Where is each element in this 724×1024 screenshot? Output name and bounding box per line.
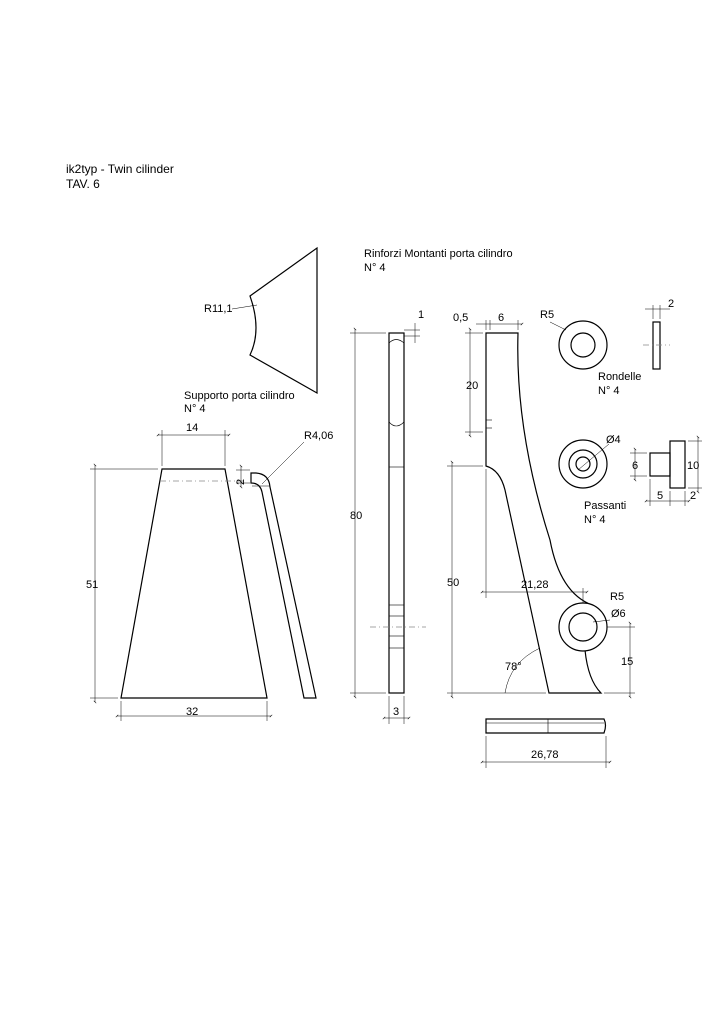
- dim-hole-radius: R5: [610, 591, 624, 603]
- drawing-title: ik2typ - Twin cilinder: [66, 162, 174, 176]
- dim-passanti-inner: 6: [632, 460, 638, 472]
- sheet-number: TAV. 6: [66, 177, 100, 191]
- dim-hole-height: 15: [621, 656, 633, 668]
- dim-top-width-rinforzi: 6: [498, 312, 504, 324]
- passanti-title: Passanti: [584, 500, 626, 512]
- supporto-title: Supporto porta cilindro: [184, 390, 295, 402]
- dim-hole-dia: Ø6: [611, 608, 626, 620]
- dim-passanti-outer: 10: [687, 460, 699, 472]
- dim-passanti-hole: Ø4: [606, 434, 621, 446]
- rinforzi-title: Rinforzi Montanti porta cilindro: [364, 248, 513, 260]
- rondelle-side-view: [643, 321, 670, 370]
- dim-height: 51: [86, 579, 98, 591]
- dim-passanti-length: 5: [657, 490, 663, 502]
- passanti-front-view: [558, 439, 608, 489]
- dim-bottom-width: 32: [186, 706, 198, 718]
- dim-top-half: 0,5: [453, 312, 468, 324]
- rinforzi-qty: N° 4: [364, 262, 386, 274]
- supporto-front-view: [120, 468, 268, 699]
- dim-top-offset: 1: [418, 309, 424, 321]
- passanti-side-view: [649, 440, 686, 489]
- rinforzi-front-view: [485, 332, 608, 694]
- supporto-side-view: [250, 472, 317, 699]
- rondelle-title: Rondelle: [598, 371, 641, 383]
- rondelle-qty: N° 4: [598, 385, 620, 397]
- dim-angle: 78°: [505, 661, 522, 673]
- dim-total-height: 80: [350, 510, 362, 522]
- dim-top-width: 14: [186, 422, 198, 434]
- dim-inner-width: 21,28: [521, 579, 549, 591]
- rinforzi-side-view: [370, 332, 426, 694]
- dim-rondelle-thickness: 2: [668, 298, 674, 310]
- rinforzi-bottom-view: [485, 718, 607, 734]
- dim-thickness: 3: [393, 706, 399, 718]
- dim-passanti-flange: 2: [690, 490, 696, 502]
- passanti-qty: N° 4: [584, 514, 606, 526]
- dim-upper-height: 20: [466, 380, 478, 392]
- dim-bend-radius: R4,06: [304, 430, 333, 442]
- dim-radius-top: R11,1: [204, 303, 233, 315]
- supporto-qty: N° 4: [184, 403, 206, 415]
- dim-rondelle-radius: R5: [540, 309, 554, 321]
- dim-lower-height: 50: [447, 577, 459, 589]
- rondelle-front-view: [558, 320, 608, 370]
- supporto-top-view: [249, 246, 318, 395]
- dim-total-width: 26,78: [531, 749, 559, 761]
- dim-bend-depth: 2: [235, 479, 247, 485]
